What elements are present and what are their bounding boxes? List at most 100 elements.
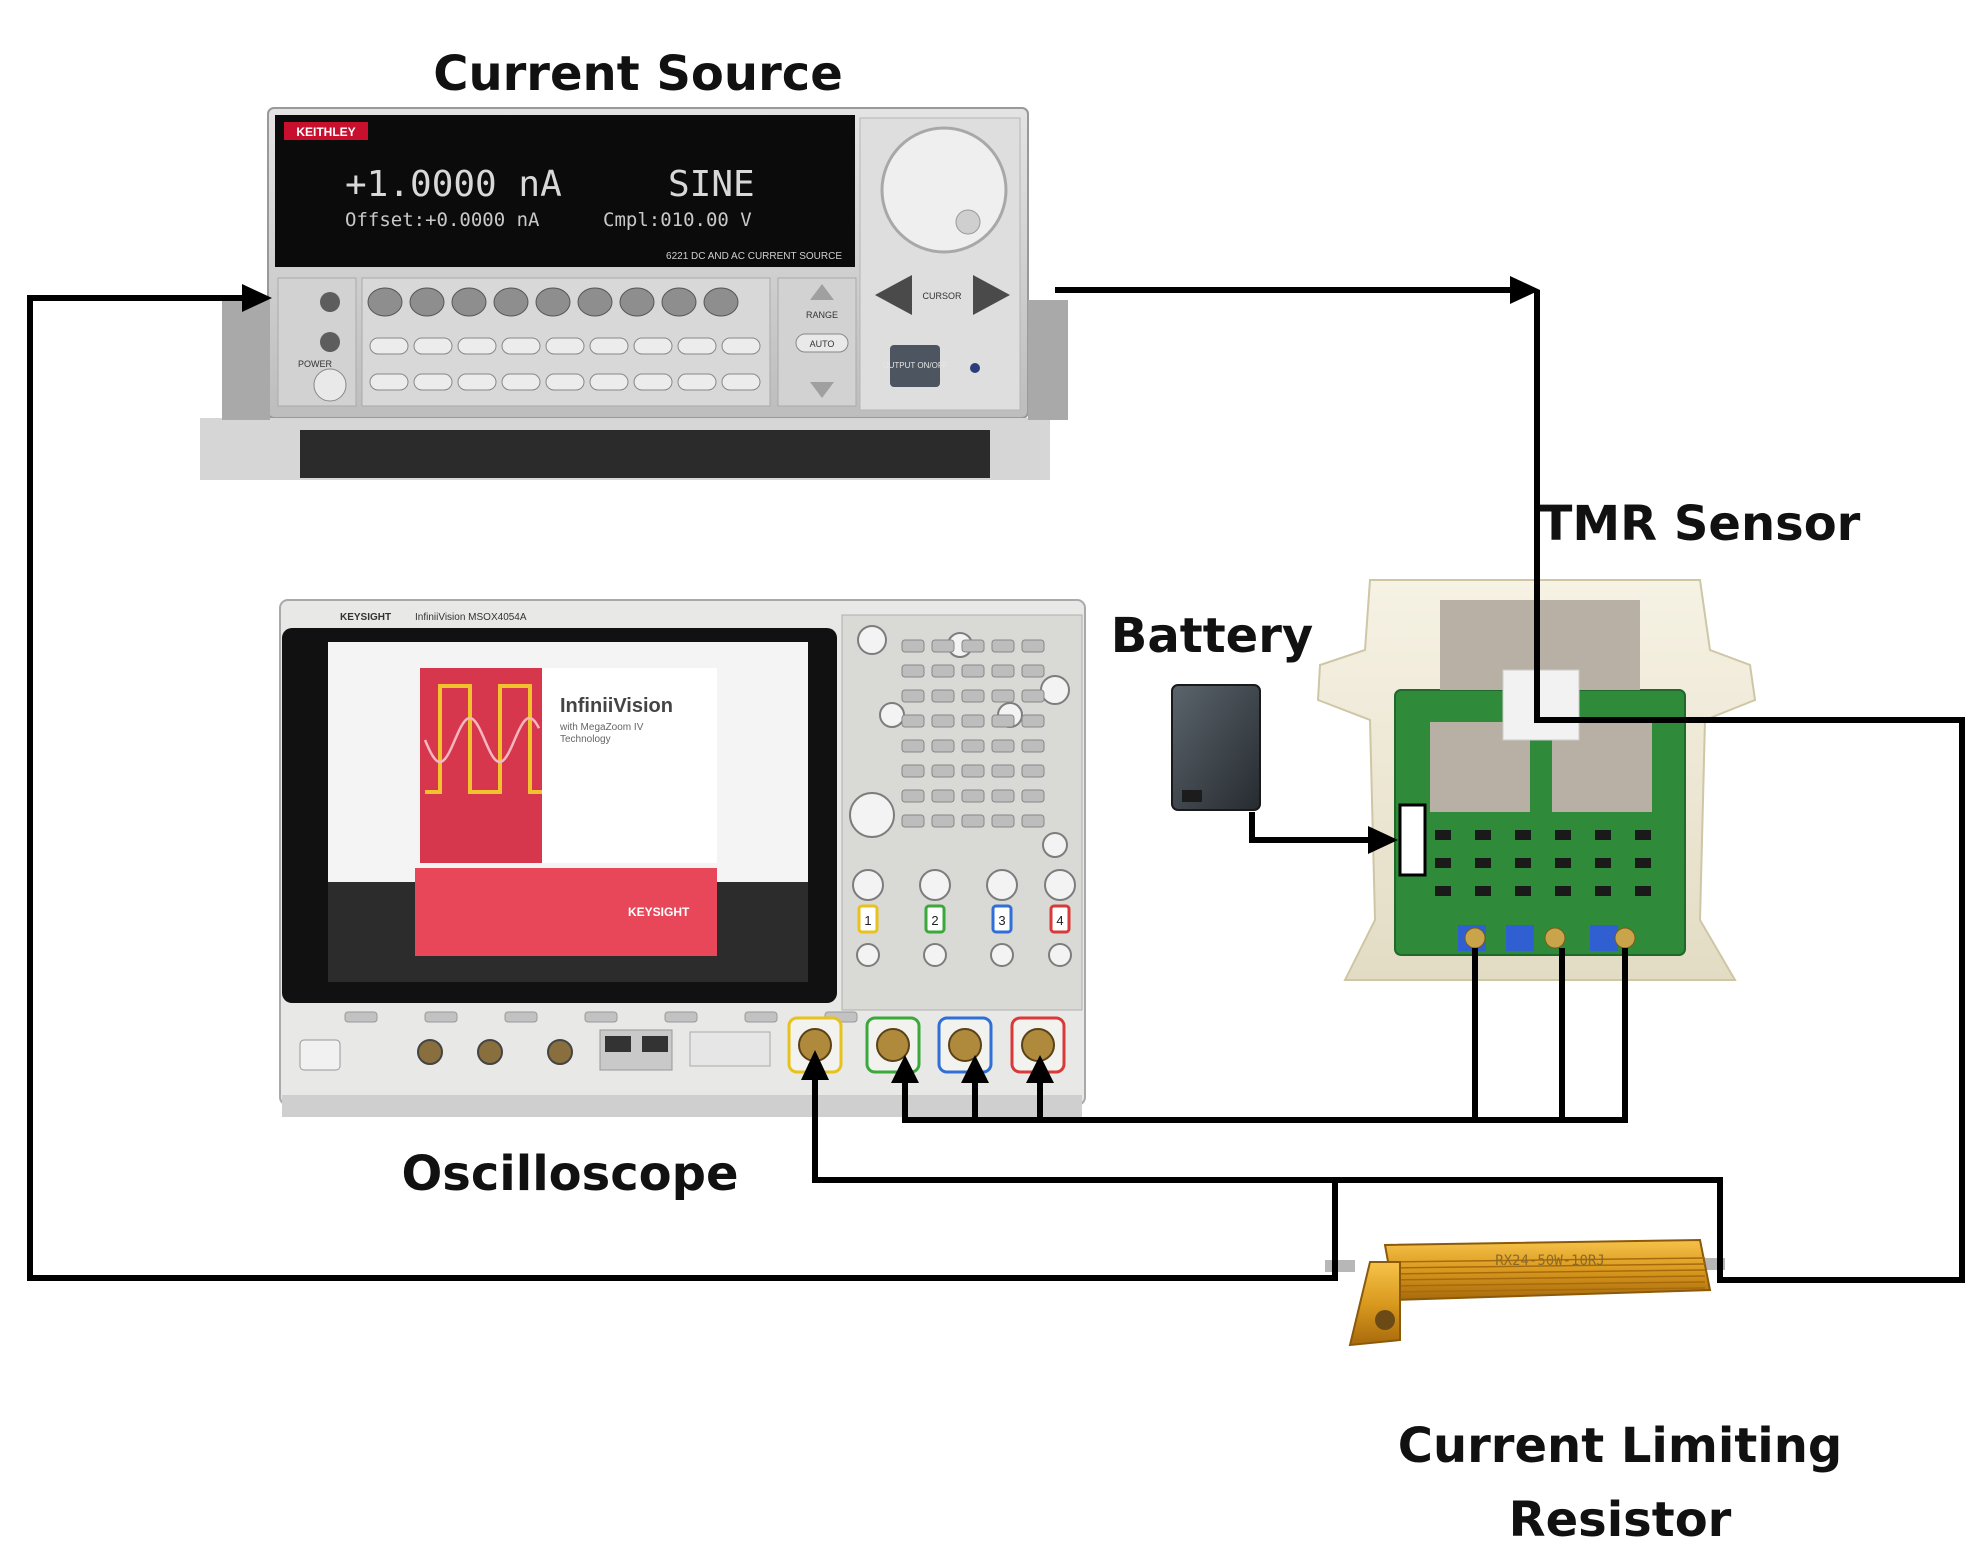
softkey[interactable] bbox=[744, 1011, 778, 1023]
channel-2-key[interactable] bbox=[924, 904, 946, 934]
keypad-function-key[interactable] bbox=[369, 373, 409, 391]
keypad-function-key[interactable] bbox=[369, 337, 409, 355]
keypad-function-key[interactable] bbox=[589, 373, 629, 391]
keypad-function-key[interactable] bbox=[501, 373, 541, 391]
keypad-function-key[interactable] bbox=[413, 373, 453, 391]
channel-3-bnc-input[interactable] bbox=[948, 1028, 982, 1062]
scope-knob[interactable] bbox=[856, 943, 880, 967]
scope-knob[interactable] bbox=[852, 869, 884, 901]
keypad-function-key[interactable] bbox=[501, 337, 541, 355]
cursor-right-icon[interactable] bbox=[973, 275, 1010, 315]
power-button[interactable] bbox=[313, 368, 347, 402]
range-down-icon[interactable] bbox=[810, 382, 834, 398]
scope-button[interactable] bbox=[1021, 764, 1045, 778]
keypad-round-key[interactable] bbox=[703, 287, 739, 317]
scope-button[interactable] bbox=[901, 664, 925, 678]
softkey[interactable] bbox=[344, 1011, 378, 1023]
scope-button[interactable] bbox=[961, 739, 985, 753]
scope-button[interactable] bbox=[931, 714, 955, 728]
scope-knob[interactable] bbox=[879, 702, 905, 728]
scope-knob[interactable] bbox=[849, 792, 895, 838]
scope-button[interactable] bbox=[901, 764, 925, 778]
scope-button[interactable] bbox=[1021, 814, 1045, 828]
softkey[interactable] bbox=[664, 1011, 698, 1023]
scope-button[interactable] bbox=[931, 789, 955, 803]
scope-button[interactable] bbox=[991, 664, 1015, 678]
scope-button[interactable] bbox=[1021, 689, 1045, 703]
rotary-knob[interactable] bbox=[880, 126, 1008, 254]
scope-button[interactable] bbox=[931, 764, 955, 778]
softkey[interactable] bbox=[424, 1011, 458, 1023]
keypad-function-key[interactable] bbox=[413, 337, 453, 355]
keypad-round-key[interactable] bbox=[577, 287, 613, 317]
keypad-round-key[interactable] bbox=[367, 287, 403, 317]
aux-bnc-connector[interactable] bbox=[547, 1039, 573, 1065]
keypad-function-key[interactable] bbox=[721, 373, 761, 391]
scope-knob[interactable] bbox=[986, 869, 1018, 901]
scope-button[interactable] bbox=[961, 639, 985, 653]
keypad-round-key[interactable] bbox=[493, 287, 529, 317]
scope-button[interactable] bbox=[991, 714, 1015, 728]
keypad-round-key[interactable] bbox=[619, 287, 655, 317]
scope-button[interactable] bbox=[901, 739, 925, 753]
keypad-function-key[interactable] bbox=[457, 337, 497, 355]
keypad-round-key[interactable] bbox=[535, 287, 571, 317]
scope-button[interactable] bbox=[931, 664, 955, 678]
scope-knob[interactable] bbox=[1042, 832, 1068, 858]
scope-button[interactable] bbox=[1021, 639, 1045, 653]
scope-button[interactable] bbox=[1021, 664, 1045, 678]
scope-button[interactable] bbox=[1021, 789, 1045, 803]
scope-button[interactable] bbox=[961, 814, 985, 828]
scope-button[interactable] bbox=[901, 714, 925, 728]
usb-port-1[interactable] bbox=[605, 1036, 631, 1052]
scope-button[interactable] bbox=[991, 739, 1015, 753]
scope-button[interactable] bbox=[991, 639, 1015, 653]
scope-button[interactable] bbox=[1021, 739, 1045, 753]
keypad-function-key[interactable] bbox=[545, 373, 585, 391]
scope-button[interactable] bbox=[931, 689, 955, 703]
scope-button[interactable] bbox=[901, 814, 925, 828]
channel-4-key[interactable] bbox=[1049, 904, 1071, 934]
keypad-function-key[interactable] bbox=[589, 337, 629, 355]
scope-button[interactable] bbox=[961, 714, 985, 728]
output-on-off-button[interactable] bbox=[890, 345, 940, 387]
scope-knob[interactable] bbox=[1048, 943, 1072, 967]
scope-knob[interactable] bbox=[923, 943, 947, 967]
scope-knob[interactable] bbox=[919, 869, 951, 901]
scope-button[interactable] bbox=[961, 689, 985, 703]
keypad-round-key[interactable] bbox=[451, 287, 487, 317]
scope-button[interactable] bbox=[1021, 714, 1045, 728]
scope-button[interactable] bbox=[931, 814, 955, 828]
scope-button[interactable] bbox=[991, 789, 1015, 803]
range-up-icon[interactable] bbox=[810, 284, 834, 300]
scope-button[interactable] bbox=[961, 764, 985, 778]
aux-bnc-connector[interactable] bbox=[477, 1039, 503, 1065]
scope-button[interactable] bbox=[901, 789, 925, 803]
scope-knob[interactable] bbox=[1040, 675, 1070, 705]
auto-range-button[interactable] bbox=[795, 333, 849, 353]
keypad-function-key[interactable] bbox=[721, 337, 761, 355]
scope-button[interactable] bbox=[901, 639, 925, 653]
cursor-left-icon[interactable] bbox=[875, 275, 912, 315]
channel-3-key[interactable] bbox=[991, 904, 1013, 934]
aux-bnc-connector[interactable] bbox=[417, 1039, 443, 1065]
keypad-round-key[interactable] bbox=[661, 287, 697, 317]
usb-port-2[interactable] bbox=[642, 1036, 668, 1052]
scope-knob[interactable] bbox=[1044, 869, 1076, 901]
channel-2-bnc-input[interactable] bbox=[876, 1028, 910, 1062]
keypad-function-key[interactable] bbox=[545, 337, 585, 355]
keypad-round-key[interactable] bbox=[409, 287, 445, 317]
softkey[interactable] bbox=[584, 1011, 618, 1023]
keypad-function-key[interactable] bbox=[457, 373, 497, 391]
scope-button[interactable] bbox=[991, 764, 1015, 778]
scope-knob[interactable] bbox=[990, 943, 1014, 967]
scope-button[interactable] bbox=[961, 664, 985, 678]
scope-knob[interactable] bbox=[857, 625, 887, 655]
channel-4-bnc-input[interactable] bbox=[1021, 1028, 1055, 1062]
scope-button[interactable] bbox=[961, 789, 985, 803]
scope-button[interactable] bbox=[931, 639, 955, 653]
scope-button[interactable] bbox=[991, 689, 1015, 703]
channel-1-key[interactable] bbox=[857, 904, 879, 934]
keypad-function-key[interactable] bbox=[677, 337, 717, 355]
scope-button[interactable] bbox=[901, 689, 925, 703]
